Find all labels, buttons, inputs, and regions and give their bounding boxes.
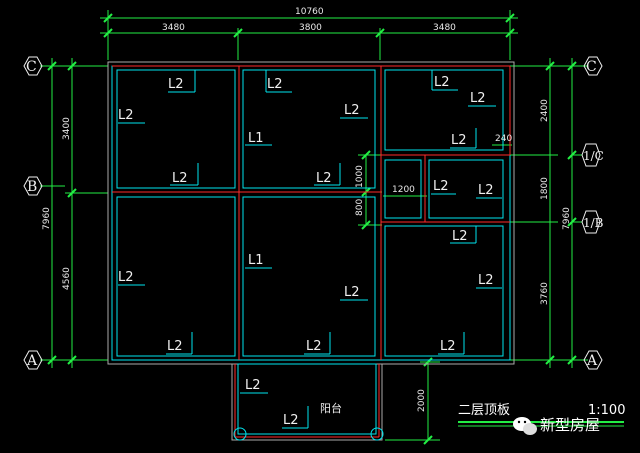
axis-label-1c-right: 1/C [583,149,604,163]
watermark-text: 新型房屋 [540,416,600,434]
dim-left-2: 4560 [62,267,72,290]
walls [107,61,515,441]
slab-label: L1 [248,131,264,146]
axis-bubble-1c-right [581,143,601,167]
beams [112,65,511,438]
slab-label: L2 [306,339,322,354]
axis-bubble-b-left [23,176,43,196]
slab-label: L2 [267,77,283,92]
axis-bubble-c-right [583,56,603,76]
dim-right-2: 1800 [540,177,550,200]
dimension-ticks [47,13,577,445]
wechat-icon [513,417,537,435]
dim-top-3: 3480 [433,23,456,33]
slab-label: L2 [440,339,456,354]
slab-label: L2 [172,171,188,186]
slab-label: L2 [118,270,134,285]
slab-label: L2 [118,108,134,123]
slab-label: L1 [248,253,264,268]
dim-inner-240: 240 [495,134,512,144]
axis-label-a-right: A [586,353,598,369]
label-underlines [118,70,502,429]
slab-label: L2 [245,378,261,393]
dim-inner-1000: 1000 [355,165,365,188]
dim-right-3: 3760 [540,282,550,305]
dim-right-total: 7960 [562,207,572,230]
axis-bubble-a-right [583,350,603,370]
slab-label: L2 [168,77,184,92]
slab-label: L2 [478,183,494,198]
dim-left-total: 7960 [42,207,52,230]
slab-label: L2 [452,229,468,244]
slab-label: L2 [344,103,360,118]
balcony-label: 阳台 [320,401,342,415]
axis-bubble-c-left [23,56,43,76]
slab-label: L2 [451,133,467,148]
slab-label: L2 [433,179,449,194]
slab-label: L2 [316,171,332,186]
column-left [233,427,247,441]
dim-right-1: 2400 [540,99,550,122]
dim-inner-1200: 1200 [392,185,415,195]
dim-top-total: 10760 [295,7,324,17]
slab-label: L2 [434,75,450,90]
slab-label: L2 [283,413,299,428]
axis-label-c-left: C [26,59,37,75]
axis-label-b-left: B [27,179,37,195]
dim-inner-800: 800 [355,199,365,216]
slab-label: L2 [167,339,183,354]
axis-bubble-1b-right [581,210,601,234]
axis-bubble-a-left [23,350,43,370]
axis-label-c-right: C [586,59,597,75]
slab-label: L2 [478,273,494,288]
dim-left-1: 3400 [62,117,72,140]
axis-bubbles [23,56,603,370]
slab-label: L2 [470,91,486,106]
axis-label-1b-right: 1/B [583,216,604,230]
slab-label: L2 [344,285,360,300]
dim-top-1: 3480 [162,23,185,33]
axis-label-a-left: A [26,353,38,369]
dimension-lines [40,10,588,441]
dim-balcony: 2000 [417,389,427,412]
column-right [370,427,384,441]
drawing-title: 二层顶板 [458,403,510,418]
dim-top-2: 3800 [299,23,322,33]
drawing-scale: 1:100 [588,403,625,418]
